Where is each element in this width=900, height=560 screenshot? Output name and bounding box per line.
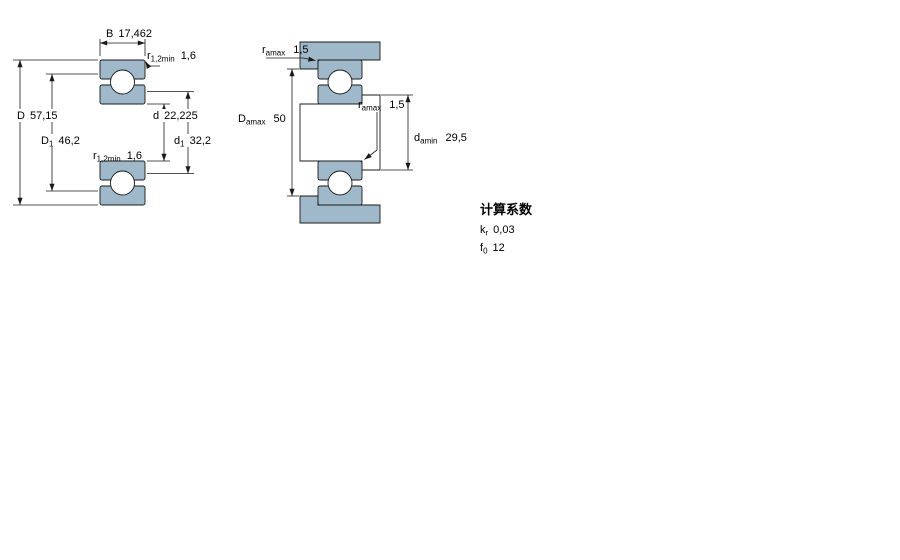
dimension-D1 <box>46 73 98 192</box>
label-halo <box>172 134 218 147</box>
dimension-D <box>13 59 98 206</box>
calculation-factors-title: 计算系数 <box>480 202 533 217</box>
leader-ra-mid <box>364 112 378 160</box>
ball-bottom <box>327 170 353 196</box>
dimension-B <box>99 39 146 56</box>
ball-top <box>327 69 353 95</box>
label-halo <box>39 134 88 147</box>
label-halo <box>15 109 63 122</box>
leader-arrow <box>364 149 378 160</box>
dimension-d1 <box>147 91 194 174</box>
housing-section-bottom <box>299 195 381 224</box>
dimension-Da <box>287 68 299 197</box>
housing-section-top <box>299 41 381 70</box>
leader-ra-top <box>266 56 316 62</box>
ball-top <box>110 69 135 95</box>
leader-arrow <box>302 56 316 62</box>
dimension-da <box>381 94 413 171</box>
ball-bottom <box>110 170 135 196</box>
label-halo <box>151 109 207 122</box>
leader-r12-top <box>145 61 160 70</box>
